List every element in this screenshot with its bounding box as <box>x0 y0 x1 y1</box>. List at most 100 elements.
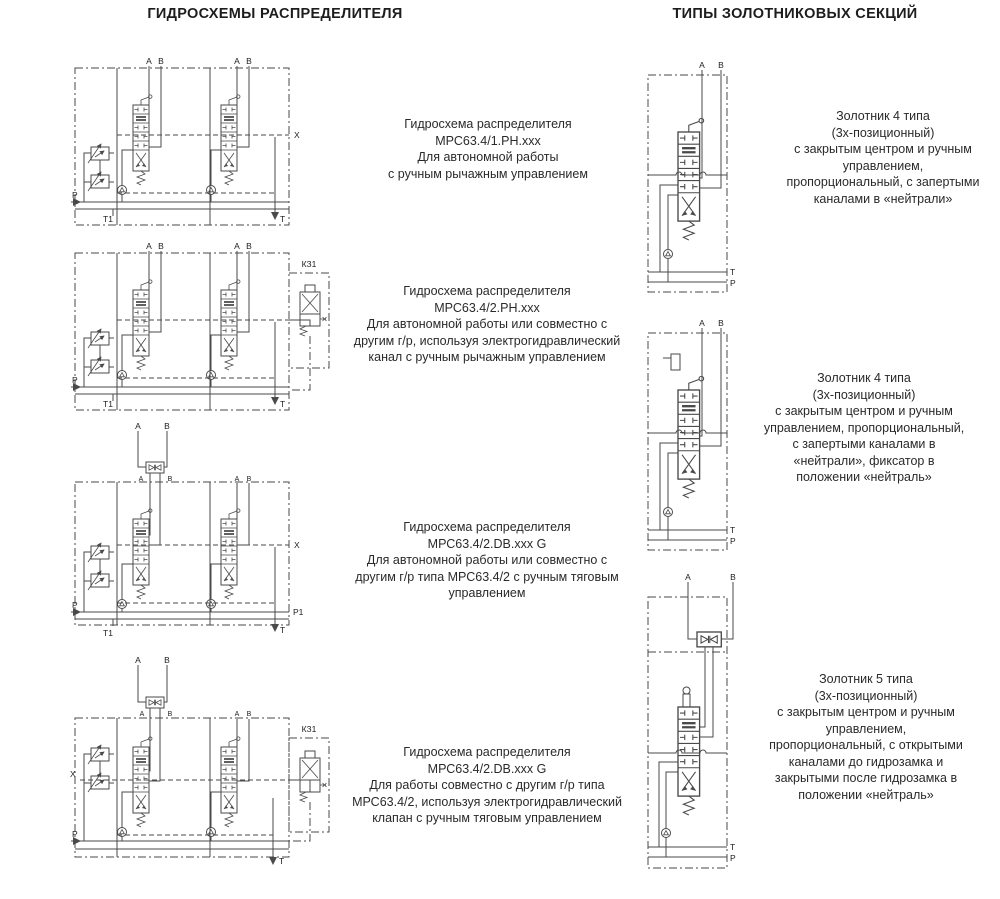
port-label-p: P <box>72 190 78 200</box>
port-label-a: A <box>139 476 144 483</box>
port-label-b: B <box>158 241 164 251</box>
schematic-4: A B A B A B X КЗ1 P T <box>70 655 330 866</box>
port-label-a: A <box>146 241 152 251</box>
spool-valve-symbol <box>132 518 150 600</box>
port-label-x: X <box>294 130 300 140</box>
port-label-a: A <box>135 655 141 665</box>
right-column-title: ТИПЫ ЗОЛОТНИКОВЫХ СЕКЦИЙ <box>672 6 918 22</box>
port-label-x: X <box>294 540 300 550</box>
port-label-x: X <box>70 769 76 779</box>
port-label-p: P <box>730 278 736 288</box>
port-label-t1: T1 <box>103 628 113 638</box>
port-label-p: P <box>730 853 736 863</box>
spool-section-1-description: Золотник 4 типа (3х-позиционный) с закры… <box>786 109 980 206</box>
spool-valve-symbol <box>132 289 150 371</box>
valve-label-k31: КЗ1 <box>302 259 317 269</box>
port-label-b: B <box>164 421 170 431</box>
pilot-check-valve-symbol <box>696 631 722 648</box>
spool-valve-symbol <box>132 746 150 828</box>
manual-lever-symbol <box>228 94 241 106</box>
port-label-a: A <box>135 421 141 431</box>
port-label-a: A <box>235 476 240 483</box>
solenoid-valve-symbol <box>299 284 327 337</box>
port-label-a: A <box>235 711 240 718</box>
spool-section-3: A B T P <box>647 572 736 869</box>
port-label-b: B <box>158 56 164 66</box>
port-label-b: B <box>168 476 173 483</box>
manual-lever-symbol <box>688 117 705 133</box>
port-label-t: T <box>280 625 285 635</box>
spool-valve-symbol <box>676 130 701 242</box>
spool-section-1: A B T P <box>647 60 736 293</box>
port-label-a: A <box>685 572 691 582</box>
push-pin-symbol <box>682 693 691 708</box>
port-label-a: A <box>234 56 240 66</box>
port-label-b: B <box>246 241 252 251</box>
pilot-check-valve-symbol <box>145 696 165 709</box>
relief-valve-symbol <box>84 144 114 191</box>
relief-valve-symbol <box>84 745 114 792</box>
schematic-3-description: Гидросхема распределителя МРС63.4/2.DB.х… <box>355 520 619 600</box>
schematic-2-description: Гидросхема распределителя МРС63.4/2.РН.х… <box>353 284 621 364</box>
port-label-a: A <box>699 318 705 328</box>
port-label-b: B <box>718 318 724 328</box>
spool-valve-symbol <box>220 289 238 371</box>
schematic-2: A B A B КЗ1 P T1 T <box>71 241 330 411</box>
spool-valve-symbol <box>676 705 701 817</box>
check-valve-symbol <box>206 599 216 609</box>
port-label-t1: T1 <box>103 399 113 409</box>
spool-valve-symbol <box>220 746 238 828</box>
port-label-t1: T1 <box>103 214 113 224</box>
check-valve-symbol <box>661 828 671 838</box>
push-pin-knob <box>682 686 691 695</box>
solenoid-valve-symbol <box>299 750 327 803</box>
schematic-3: A B A B A B X P P1 T1 T <box>71 421 304 638</box>
spool-valve-symbol <box>132 104 150 186</box>
check-valve-symbol <box>117 599 127 609</box>
port-label-b: B <box>247 476 252 483</box>
spool-section-2-description: Золотник 4 типа (3х-позиционный) с закры… <box>763 371 965 484</box>
port-label-t: T <box>730 842 735 852</box>
schematic-1-description: Гидросхема распределителя МРС63.4/1.РН.х… <box>388 117 588 181</box>
port-label-p: P <box>72 600 78 610</box>
port-label-b: B <box>247 711 252 718</box>
port-label-p: P <box>72 829 78 839</box>
manual-lever-symbol <box>140 279 153 291</box>
port-label-t: T <box>280 214 285 224</box>
port-label-b: B <box>168 711 173 718</box>
port-label-p: P <box>72 375 78 385</box>
port-label-b: B <box>164 655 170 665</box>
detent-symbol <box>670 353 681 371</box>
valve-label-k31: КЗ1 <box>302 724 317 734</box>
port-label-p: P <box>730 536 736 546</box>
spool-section-3-description: Золотник 5 типа (3х-позиционный) с закры… <box>769 672 963 802</box>
pilot-check-valve-symbol <box>145 461 165 474</box>
port-label-t: T <box>280 399 285 409</box>
port-label-b: B <box>730 572 736 582</box>
port-label-a: A <box>699 60 705 70</box>
manual-lever-symbol <box>228 279 241 291</box>
spool-valve-symbol <box>676 388 701 500</box>
port-label-a: A <box>234 241 240 251</box>
port-label-t: T <box>730 267 735 277</box>
spool-valve-symbol <box>220 518 238 600</box>
port-label-b: B <box>718 60 724 70</box>
check-valve-symbol <box>663 249 673 259</box>
relief-valve-symbol <box>84 329 114 376</box>
schematic-1: A B A B X P T1 T <box>71 56 300 226</box>
port-label-t: T <box>730 525 735 535</box>
manual-lever-symbol <box>140 94 153 106</box>
manual-lever-symbol <box>228 736 241 748</box>
port-label-a: A <box>140 711 145 718</box>
schematic-4-description: Гидросхема распределителя МРС63.4/2.DB.х… <box>352 745 622 825</box>
spool-valve-symbol <box>220 104 238 186</box>
relief-valve-symbol <box>84 543 114 590</box>
port-label-p1: P1 <box>293 607 304 617</box>
manual-lever-symbol <box>688 375 705 391</box>
check-valve-symbol <box>663 507 673 517</box>
manual-lever-symbol <box>228 508 241 520</box>
port-label-t: T <box>279 856 284 866</box>
port-label-a: A <box>146 56 152 66</box>
left-column-title: ГИДРОСХЕМЫ РАСПРЕДЕЛИТЕЛЯ <box>147 6 403 22</box>
